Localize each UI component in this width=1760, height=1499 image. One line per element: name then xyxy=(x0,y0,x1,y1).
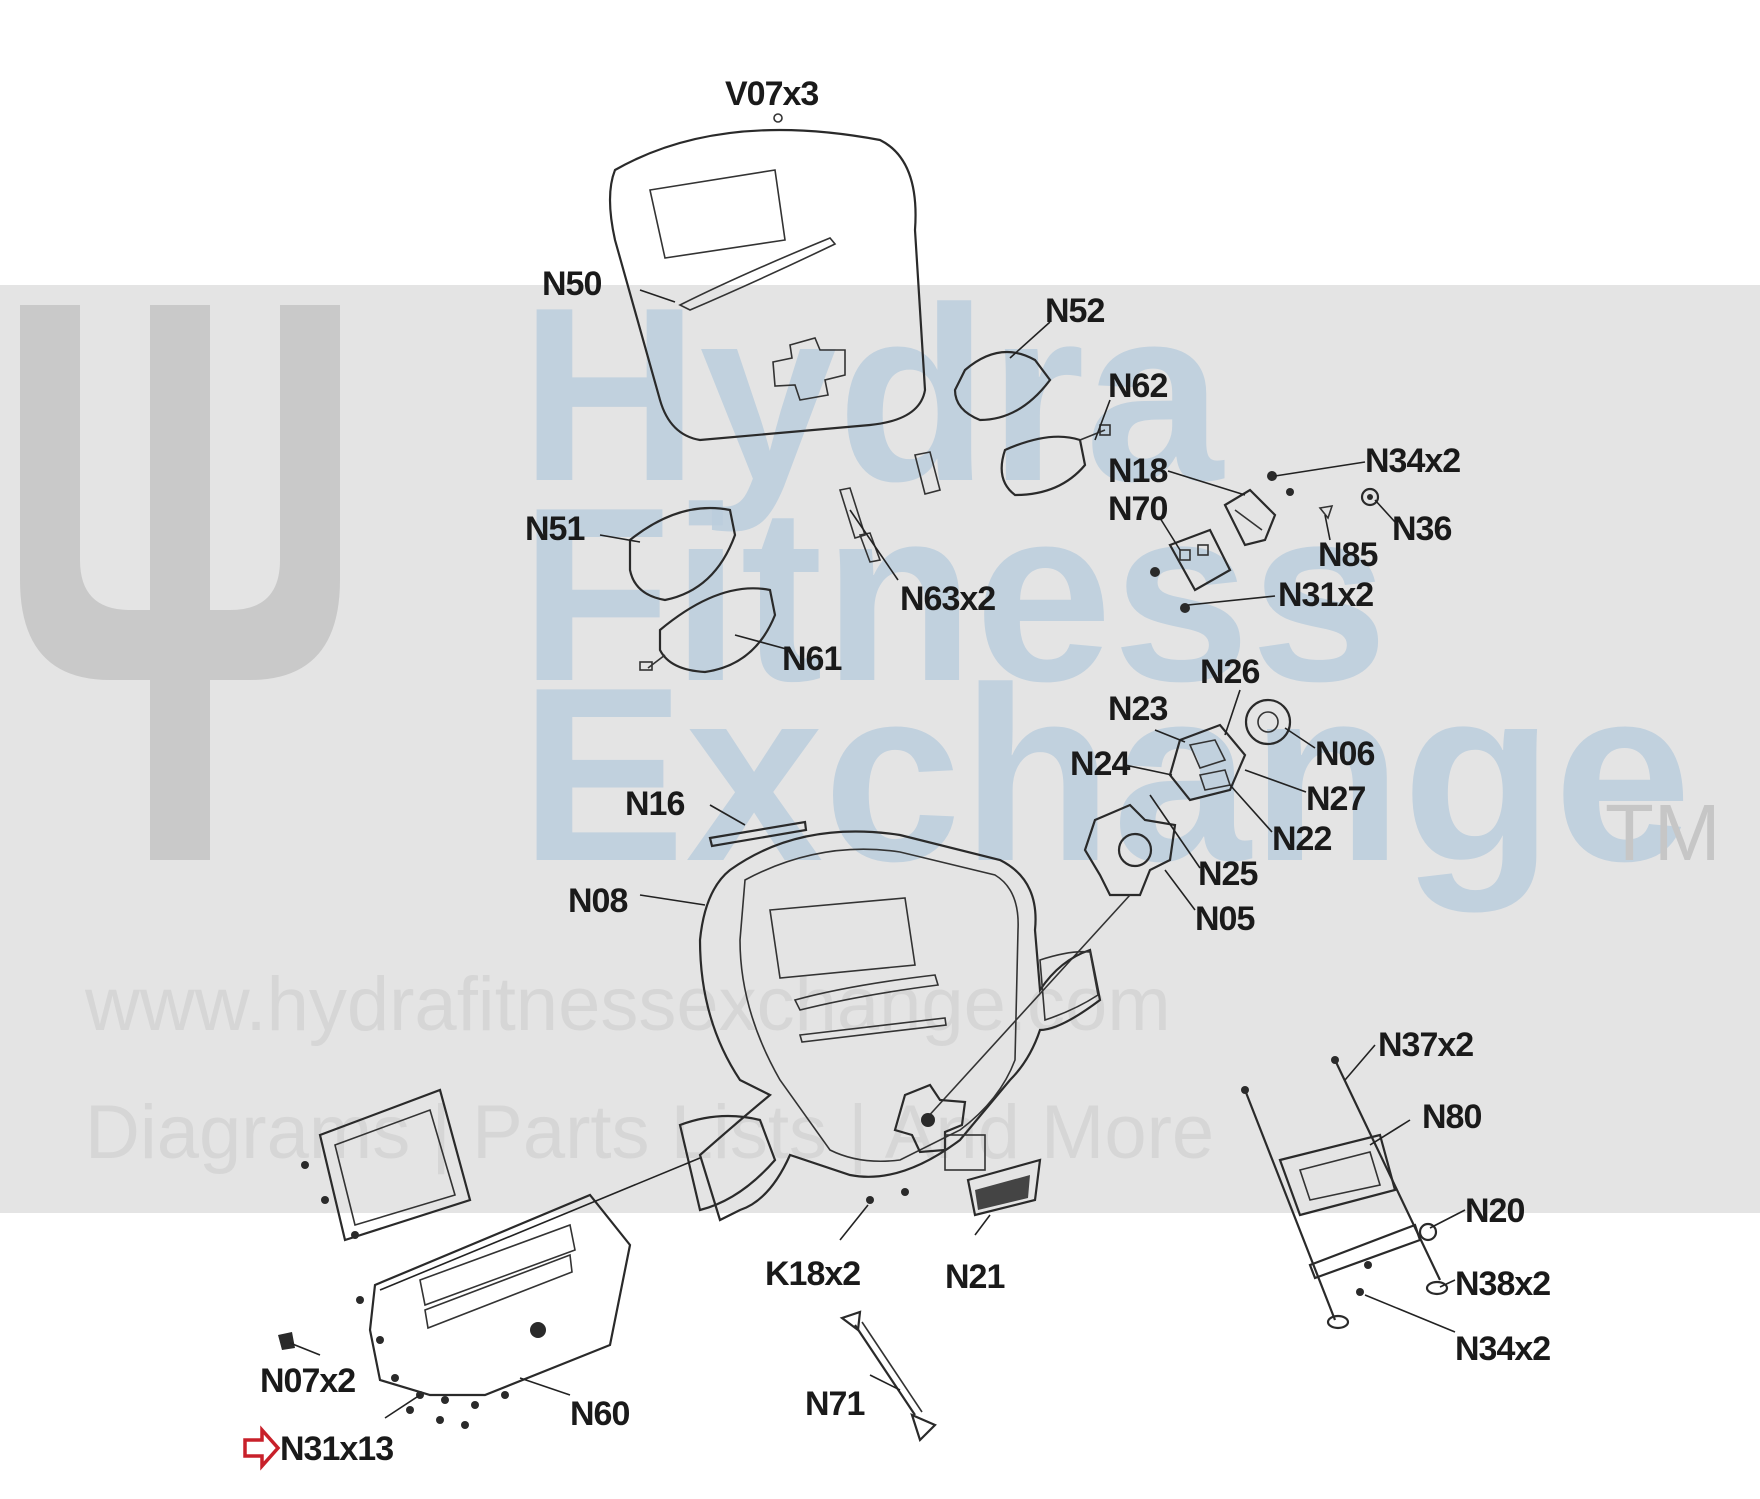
hardware-screws-lower xyxy=(278,1161,909,1429)
label-n60: N60 xyxy=(570,1395,629,1433)
part-n60-board xyxy=(368,1193,632,1397)
part-n70-board xyxy=(1168,528,1232,592)
label-n23: N23 xyxy=(1108,690,1167,728)
label-n50: N50 xyxy=(542,265,601,303)
hardware-screws-top xyxy=(1150,471,1380,613)
part-labels: V07x3 N50 N52 N62 N18 N34x2 N70 N36 N85 … xyxy=(260,75,1551,1468)
part-n21-grille xyxy=(966,1158,1042,1217)
label-n52: N52 xyxy=(1045,292,1104,330)
label-n18: N18 xyxy=(1108,452,1167,490)
label-n80: N80 xyxy=(1422,1098,1481,1136)
label-n36: N36 xyxy=(1392,510,1451,548)
label-n63: N63x2 xyxy=(900,580,995,618)
watermark-url: www.hydrafitnessexchange.com xyxy=(84,962,1171,1047)
label-n61: N61 xyxy=(782,640,841,678)
label-n51: N51 xyxy=(525,510,584,548)
label-n31-top: N31x2 xyxy=(1278,576,1373,614)
watermark-logo xyxy=(20,305,340,860)
part-n62-pad xyxy=(1000,424,1111,497)
label-n31-bottom: N31x13 xyxy=(280,1430,393,1468)
label-n22: N22 xyxy=(1272,820,1331,858)
label-n38: N38x2 xyxy=(1455,1265,1550,1303)
label-n08: N08 xyxy=(568,882,627,920)
label-n37: N37x2 xyxy=(1378,1026,1473,1064)
label-n16: N16 xyxy=(625,785,684,823)
part-n51-pad xyxy=(628,506,737,602)
label-n26: N26 xyxy=(1200,653,1259,691)
leader-lines xyxy=(289,289,1466,1419)
label-n24: N24 xyxy=(1070,745,1130,783)
label-n07: N07x2 xyxy=(260,1362,355,1400)
part-n18-bracket xyxy=(1223,488,1277,547)
label-n20: N20 xyxy=(1465,1192,1524,1230)
part-n50-top-cover xyxy=(608,113,927,442)
label-k18: K18x2 xyxy=(765,1255,860,1293)
part-n08-console xyxy=(678,830,1102,1222)
label-n70: N70 xyxy=(1108,490,1167,528)
watermark-line1: Hydra xyxy=(520,255,1225,533)
highlight-arrow-icon xyxy=(243,1425,281,1471)
part-right-assembly xyxy=(1241,1056,1449,1330)
part-n16-strip xyxy=(708,820,808,848)
label-n05: N05 xyxy=(1195,900,1254,938)
label-n27: N27 xyxy=(1306,780,1365,818)
watermark-line2: Fitness xyxy=(520,455,1388,733)
label-n06: N06 xyxy=(1315,735,1374,773)
label-n34-top: N34x2 xyxy=(1365,442,1460,480)
label-n21: N21 xyxy=(945,1258,1004,1296)
label-n62: N62 xyxy=(1108,367,1167,405)
watermark-line3: Exchange xyxy=(520,635,1692,913)
part-lower-frame xyxy=(318,1088,472,1242)
part-n71-rod xyxy=(839,1310,937,1443)
watermark-tagline: Diagrams | Parts Lists | And More xyxy=(85,1090,1214,1175)
part-n52-pad xyxy=(953,350,1052,422)
label-v07: V07x3 xyxy=(725,75,818,113)
label-n34-bottom: N34x2 xyxy=(1455,1330,1550,1368)
label-n25: N25 xyxy=(1198,855,1257,893)
label-n85: N85 xyxy=(1318,536,1377,574)
watermark-tm: TM xyxy=(1605,788,1721,877)
label-n71: N71 xyxy=(805,1385,864,1423)
watermark: Hydra Fitness Exchange TM www.hydrafitne… xyxy=(0,255,1760,1213)
